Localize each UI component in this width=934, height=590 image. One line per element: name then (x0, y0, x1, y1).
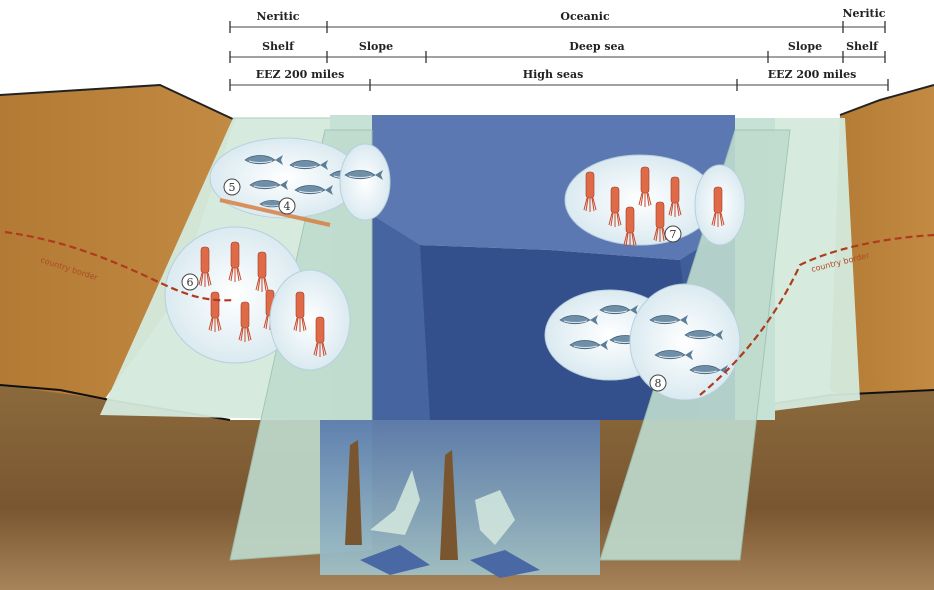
zone-shelf-left: Shelf (262, 40, 295, 53)
svg-text:5: 5 (229, 181, 236, 194)
trench (320, 420, 600, 578)
svg-text:7: 7 (670, 228, 677, 241)
marker-6: 6 (182, 274, 198, 290)
zone-oceanic: Oceanic (560, 10, 610, 23)
svg-text:8: 8 (655, 377, 662, 390)
zone-neritic-left: Neritic (257, 10, 300, 23)
zone-ruler-row-1: Neritic Oceanic Neritic (230, 7, 886, 33)
marker-8: 8 (650, 375, 666, 391)
marker-4: 4 (279, 198, 295, 214)
zone-slope-left: Slope (359, 40, 393, 53)
zone-high-seas: High seas (523, 68, 584, 81)
zone-neritic-right: Neritic (843, 7, 886, 20)
bubble-right-shelf-tuna (630, 284, 740, 400)
zone-ruler-row-2: Shelf Slope Deep sea Slope Shelf (230, 40, 885, 63)
bubble-left-slope-fish (340, 144, 390, 220)
zone-slope-right: Slope (788, 40, 822, 53)
svg-text:6: 6 (187, 276, 194, 289)
marker-5: 5 (224, 179, 240, 195)
zone-shelf-right: Shelf (846, 40, 879, 53)
zone-eez-right: EEZ 200 miles (768, 68, 857, 81)
zone-eez-left: EEZ 200 miles (256, 68, 345, 81)
bubble-right-slope-squid (695, 165, 745, 245)
bubble-left-slope-squid (270, 270, 350, 370)
svg-text:4: 4 (284, 200, 291, 213)
marker-7: 7 (665, 226, 681, 242)
zone-ruler-row-3: EEZ 200 miles High seas EEZ 200 miles (230, 68, 888, 91)
zone-deep-sea: Deep sea (569, 40, 624, 53)
